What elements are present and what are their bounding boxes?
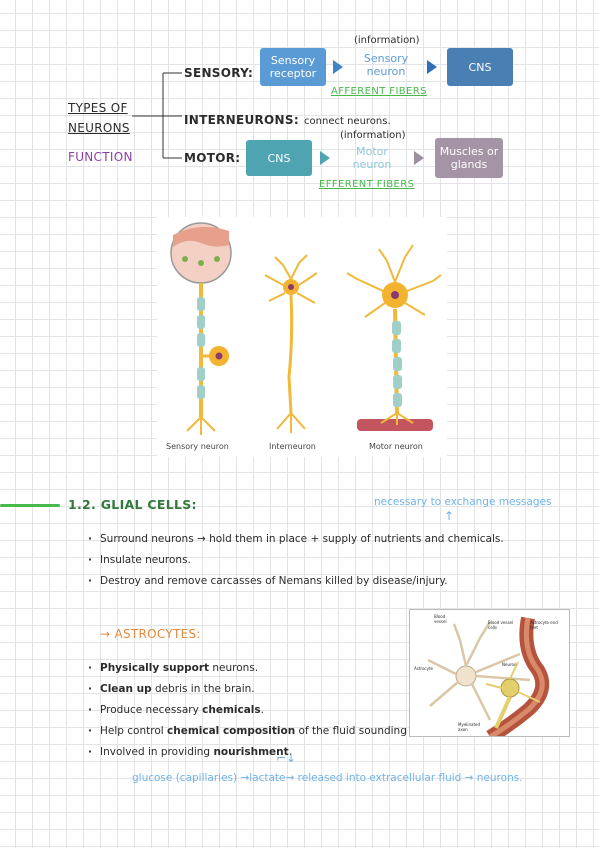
- function-label: FUNCTION: [68, 150, 133, 164]
- afferent-fibers-label: AFFERENT FIBERS: [331, 86, 427, 97]
- item-pre: Produce necessary: [100, 704, 203, 716]
- cns-node-motor: CNS: [246, 140, 312, 176]
- item-pre: Involved in providing: [100, 746, 214, 758]
- motor-label: MOTOR:: [184, 151, 241, 165]
- arrow-icon: [427, 60, 437, 74]
- list-item: Involved in providing nourishment.: [88, 742, 456, 763]
- neuron-illustration: [170, 222, 442, 435]
- arrow-icon: [320, 151, 330, 165]
- caption-interneuron: Interneuron: [269, 442, 316, 451]
- label-neuron: Neuron: [502, 662, 517, 667]
- bold-lead: Physically support: [100, 662, 210, 674]
- glial-heading: 1.2. GLIAL CELLS:: [68, 497, 197, 512]
- label-blood-vessel: Blood vessel: [434, 614, 447, 624]
- list-item: Surround neurons → hold them in place + …: [88, 529, 504, 550]
- down-arrow-icon: ⌐↓: [276, 751, 297, 765]
- item-rest: debris in the brain.: [151, 683, 255, 695]
- list-item: Clean up debris in the brain.: [88, 679, 456, 700]
- efferent-fibers-label: EFFERENT FIBERS: [319, 179, 415, 190]
- item-bold: nourishment: [213, 746, 289, 758]
- arrow-icon: [414, 151, 424, 165]
- label-myelinated-axon: Myelinated axon: [458, 722, 481, 732]
- up-arrow-icon: ↑: [444, 509, 455, 523]
- item-bold: chemical composition: [167, 725, 296, 737]
- flow-note: glucose (capillaries) →lactate→ released…: [132, 772, 523, 784]
- sensory-info-note: (information): [354, 35, 420, 46]
- item-post: .: [260, 704, 265, 716]
- label-astrocyte: Astrocyte: [414, 666, 433, 671]
- classification-bracket: [132, 72, 182, 159]
- caption-sensory-neuron: Sensory neuron: [166, 442, 229, 451]
- arrow-icon: [333, 60, 343, 74]
- neuron-types-figure: [157, 217, 447, 457]
- item-pre: Help control: [100, 725, 168, 737]
- list-item: Physically support neurons.: [88, 658, 456, 679]
- types-title-line1: TYPES OF: [68, 101, 128, 115]
- sensory-neuron-node: Sensory neuron: [363, 52, 409, 78]
- astro-bullet-list: Physically support neurons. Clean up deb…: [88, 658, 456, 763]
- interneurons-row: INTERNEURONS: connect neurons.: [184, 109, 391, 128]
- cns-node-sensory: CNS: [447, 48, 513, 86]
- interneurons-desc: connect neurons.: [304, 116, 391, 127]
- sensory-receptor-node: Sensory receptor: [260, 48, 326, 86]
- section-rule: [0, 504, 60, 507]
- label-blood-vessel-cells: Blood vessel cells: [488, 620, 514, 630]
- types-of-neurons-title: TYPES OF NEURONS: [68, 98, 130, 138]
- motor-neuron-node: Motor neuron: [352, 145, 392, 171]
- item-bold: chemicals: [202, 704, 261, 716]
- glial-note: necessary to exchange messages: [374, 496, 552, 508]
- list-item: Insulate neurons.: [88, 550, 504, 571]
- caption-motor-neuron: Motor neuron: [369, 442, 423, 451]
- item-rest: neurons.: [209, 662, 259, 674]
- bold-lead: Clean up: [100, 683, 152, 695]
- sensory-label: SENSORY:: [184, 66, 254, 80]
- list-item: Destroy and remove carcasses of Nemans k…: [88, 571, 504, 592]
- astrocytes-heading: → ASTROCYTES:: [100, 627, 201, 641]
- list-item: Produce necessary chemicals.: [88, 700, 456, 721]
- glial-bullet-list: Surround neurons → hold them in place + …: [88, 529, 504, 592]
- types-title-line2: NEURONS: [68, 121, 130, 135]
- motor-info-note: (information): [340, 130, 406, 141]
- astrocyte-illustration: [427, 616, 550, 736]
- muscles-glands-node: Muscles or glands: [435, 138, 503, 178]
- interneurons-label: INTERNEURONS:: [184, 113, 299, 127]
- list-item: Help control chemical composition of the…: [88, 721, 456, 742]
- item-post: .: [288, 746, 293, 758]
- astrocyte-figure: Blood vessel Blood vessel cells Astrocyt…: [409, 609, 570, 737]
- label-astrocyte-end-feet: Astrocyte end feet: [530, 620, 558, 630]
